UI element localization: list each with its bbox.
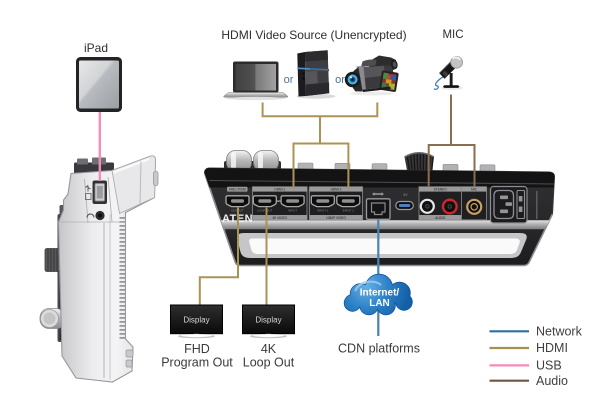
svg-text:Program Out: Program Out [161, 356, 233, 370]
svg-text:FHD / PGM: FHD / PGM [229, 188, 246, 192]
svg-text:CDN platforms: CDN platforms [338, 342, 420, 356]
svg-text:Internet/: Internet/ [360, 288, 400, 299]
svg-text:INPUT 1: INPUT 1 [317, 209, 329, 213]
svg-text:or: or [335, 74, 345, 86]
svg-text:HDMI 2: HDMI 2 [331, 188, 342, 192]
svg-text:Audio: Audio [536, 374, 568, 388]
svg-text:HDMI 1: HDMI 1 [274, 188, 285, 192]
svg-text:HDMI Video Source (Unencrypted: HDMI Video Source (Unencrypted) [221, 28, 406, 42]
svg-text:4K: 4K [261, 342, 277, 356]
svg-text:4K VIDEO: 4K VIDEO [272, 216, 287, 220]
svg-text:INPUT 2: INPUT 2 [343, 209, 355, 213]
svg-text:iPad: iPad [84, 41, 108, 55]
svg-text:Loop Out: Loop Out [243, 356, 295, 370]
svg-text:MIC: MIC [442, 29, 463, 41]
svg-text:INPUT: INPUT [288, 209, 297, 213]
svg-text:AUDIO: AUDIO [435, 216, 446, 220]
svg-text:Display: Display [183, 316, 209, 325]
svg-text:USB: USB [536, 359, 562, 373]
svg-text:LOOP OUT: LOOP OUT [257, 209, 273, 213]
svg-text:HDMI: HDMI [536, 341, 568, 355]
svg-text:FHD: FHD [184, 342, 210, 356]
svg-text:Network: Network [536, 325, 583, 339]
svg-text:Display: Display [255, 316, 281, 325]
svg-text:or: or [284, 74, 294, 86]
svg-text:1080P VIDEO: 1080P VIDEO [326, 216, 346, 220]
svg-text:MIC: MIC [471, 188, 478, 192]
svg-text:LAN: LAN [369, 298, 390, 309]
svg-text:5V: 5V [404, 193, 409, 197]
svg-text:STEREO: STEREO [434, 188, 448, 192]
